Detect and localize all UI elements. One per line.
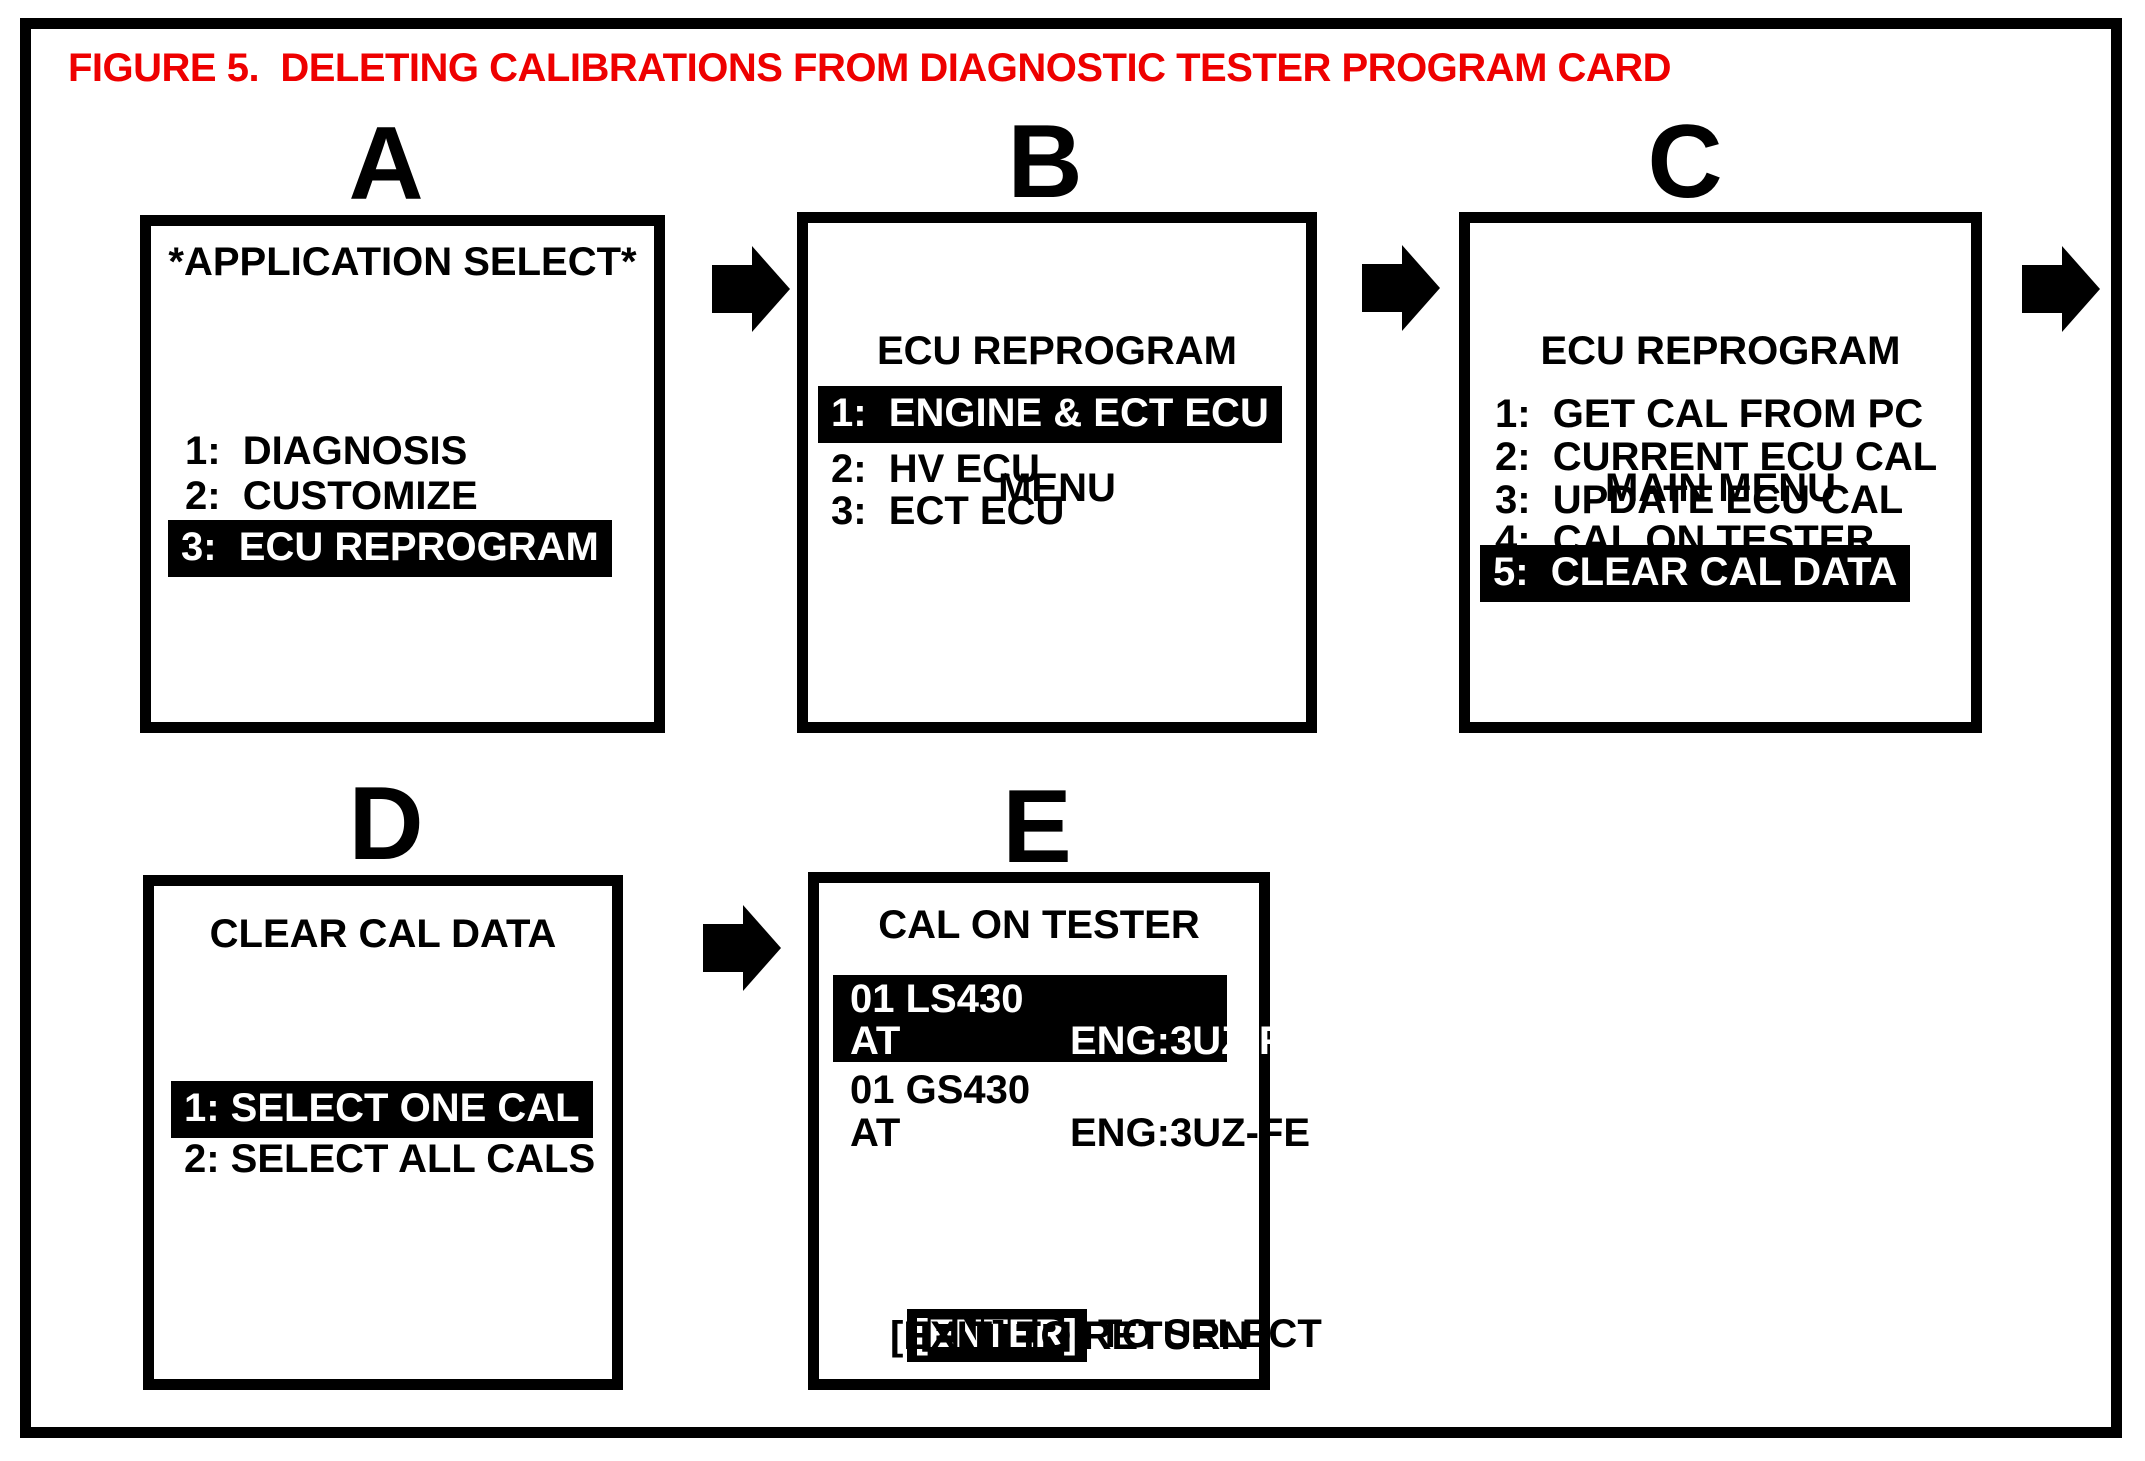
footer-exit-line: [EXIT] TO RETURN: [890, 1314, 1250, 1358]
cal-entry-model: 01 LS430: [850, 977, 1024, 1021]
screen-e-box: CAL ON TESTER 01 LS430 AT ENG:3UZ-FE 01 …: [808, 872, 1322, 1390]
screen-b-title-line1: ECU REPROGRAM: [876, 329, 1238, 374]
menu-item: 2: CUSTOMIZE: [185, 474, 478, 518]
arrow-body: [2022, 265, 2062, 313]
screen-c-box: ECU REPROGRAM MAIN MENU 1: GET CAL FROM …: [1459, 212, 1982, 733]
footer-enter-line: [ENTER] TO SELECT: [840, 1271, 1322, 1397]
cal-entry-trans: AT: [850, 1111, 901, 1155]
menu-item: 3: ECT ECU: [831, 489, 1065, 533]
flow-arrow-icon: [703, 905, 781, 991]
menu-item-highlighted: 5: CLEAR CAL DATA: [1480, 545, 1911, 602]
menu-item: 2: SELECT ALL CALS: [184, 1137, 596, 1181]
screen-b-title-line2: MENU: [998, 465, 1116, 510]
cal-entry-model: 01 GS430: [850, 1068, 1031, 1112]
screen-c-label: C: [1647, 104, 1723, 220]
screen-a-label: A: [348, 106, 424, 222]
screen-c-title-line2: MAIN MENU: [1604, 465, 1837, 510]
cal-entry-trans: AT: [850, 1019, 901, 1063]
cal-entry-highlighted: 01 LS430 AT ENG:3UZ-FE: [833, 975, 1310, 1063]
cal-entry-engine: ENG:3UZ-FE: [1070, 1019, 1310, 1063]
flow-arrow-icon: [712, 246, 790, 332]
flow-arrow-icon: [1362, 245, 1440, 331]
screen-b-box: ECU REPROGRAM MENU 1: ENGINE & ECT ECU 2…: [797, 212, 1317, 733]
menu-item: 2: CURRENT ECU CAL: [1495, 435, 1938, 479]
menu-item-highlighted: 1: SELECT ONE CAL: [171, 1081, 593, 1138]
arrow-head: [2062, 246, 2100, 332]
screen-e-label: E: [1002, 769, 1072, 885]
flow-arrow-icon: [2022, 246, 2100, 332]
menu-item-highlighted: 1: ENGINE & ECT ECU: [818, 386, 1282, 443]
menu-item: 3: UPDATE ECU CAL: [1495, 478, 1904, 522]
screen-d-title: CLEAR CAL DATA: [209, 912, 557, 956]
arrow-head: [743, 905, 781, 991]
screen-b-title: ECU REPROGRAM MENU: [808, 238, 1306, 603]
arrow-body: [703, 924, 743, 972]
screen-b-label: B: [1007, 104, 1083, 220]
enter-key-highlight: [ENTER]: [906, 1309, 1087, 1362]
menu-item: 2: HV ECU: [831, 447, 1040, 491]
screen-c-title: ECU REPROGRAM MAIN MENU: [1470, 238, 1971, 603]
menu-item: 1: DIAGNOSIS: [185, 429, 468, 473]
screen-a-title: *APPLICATION SELECT*: [168, 240, 637, 284]
enter-line-rest: TO SELECT: [1086, 1312, 1322, 1356]
arrow-head: [1402, 245, 1440, 331]
cal-entry-engine: ENG:3UZ-FE: [1070, 1111, 1310, 1155]
arrow-head: [752, 246, 790, 332]
figure-title: FIGURE 5. DELETING CALIBRATIONS FROM DIA…: [68, 46, 1672, 90]
arrow-body: [1362, 264, 1402, 312]
menu-item: 1: GET CAL FROM PC: [1495, 392, 1924, 436]
screen-c-title-line1: ECU REPROGRAM: [1540, 329, 1901, 374]
screen-a-box: *APPLICATION SELECT* 1: DIAGNOSIS 2: CUS…: [140, 215, 665, 733]
menu-item-highlighted: 3: ECU REPROGRAM: [168, 520, 612, 577]
screen-d-label: D: [348, 766, 424, 882]
arrow-body: [712, 265, 752, 313]
screen-e-title: CAL ON TESTER: [878, 903, 1200, 947]
screen-d-box: CLEAR CAL DATA 1: SELECT ONE CAL 2: SELE…: [143, 875, 623, 1390]
